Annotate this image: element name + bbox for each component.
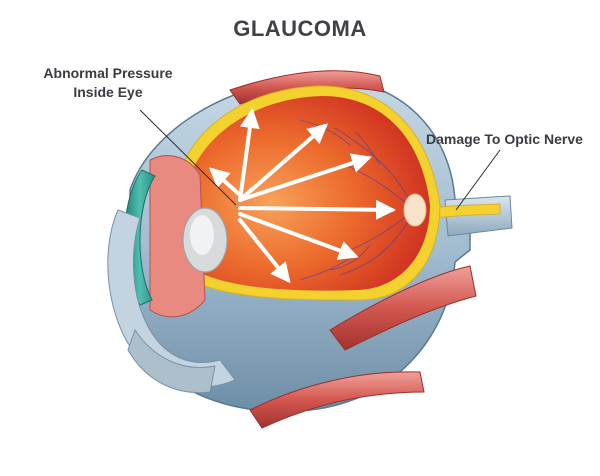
pressure-leader-line xyxy=(139,109,237,206)
arrow-icon xyxy=(238,199,396,220)
ciliary-body xyxy=(149,155,206,318)
inferior-oblique-muscle xyxy=(249,371,425,429)
nerve-leader-line xyxy=(455,149,501,211)
arrow-icon xyxy=(238,123,329,202)
callout-abnormal-pressure: Abnormal Pressure Inside Eye xyxy=(18,64,198,102)
callout-pressure-line2: Inside Eye xyxy=(73,84,143,100)
arrow-icon xyxy=(238,153,372,202)
lens-highlight xyxy=(190,215,214,255)
callout-pressure-line1: Abnormal Pressure xyxy=(43,65,173,81)
pressure-arrows xyxy=(209,108,396,284)
arrow-icon xyxy=(238,212,359,260)
arrow-icon xyxy=(209,167,242,197)
eyelid-fold xyxy=(127,328,216,394)
arrow-icon xyxy=(238,218,291,284)
arrow-icon xyxy=(238,108,260,202)
optic-disc xyxy=(403,193,427,227)
inferior-muscle xyxy=(329,265,477,351)
optic-nerve-icon xyxy=(429,203,501,219)
callout-optic-nerve-damage: Damage To Optic Nerve xyxy=(426,131,583,147)
diagram-title: GLAUCOMA xyxy=(233,16,367,41)
